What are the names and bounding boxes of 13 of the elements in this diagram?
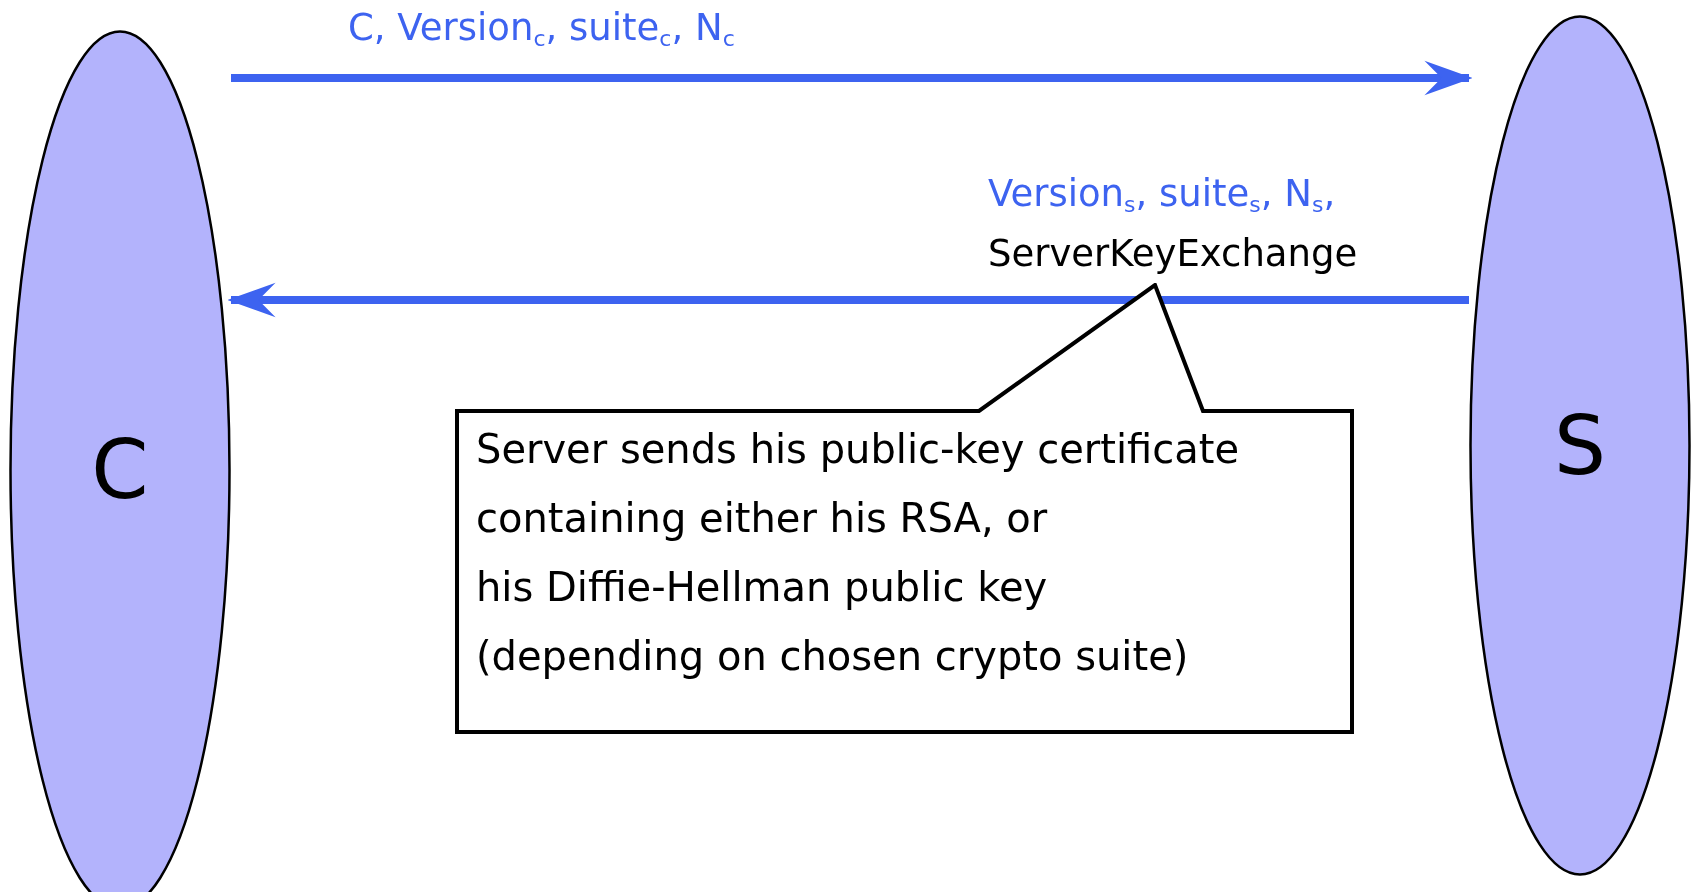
arrow <box>227 282 1469 318</box>
callout-text: (depending on chosen crypto suite) <box>476 632 1190 681</box>
node-label: C <box>91 429 149 511</box>
callout-text: Server sends his public-key certificate <box>476 425 1239 474</box>
edge-label: Version$_{s}$, suite$_{s}$, N$_{s}$, <box>988 172 1336 216</box>
message-label: ServerKeyExchange <box>988 232 1358 276</box>
callout-text: containing either his RSA, or <box>476 494 1049 543</box>
callout-box <box>455 283 1355 735</box>
node-label: S <box>1553 404 1607 487</box>
arrow <box>231 60 1473 96</box>
edge-label: C, Version$_{c}$, suite$_{c}$, N$_{c}$ <box>348 6 735 50</box>
ellipse-node <box>1469 15 1691 876</box>
callout-text: his Diffie-Hellman public key <box>476 563 1049 612</box>
